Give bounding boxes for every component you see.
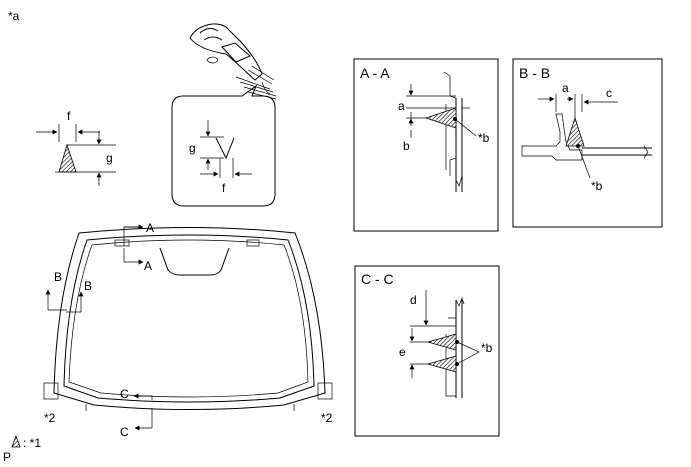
- callout-label-f: f: [222, 181, 226, 195]
- section-b-left-label: B: [54, 270, 62, 284]
- windshield-outline: [43, 227, 333, 411]
- mirror-mount: [159, 247, 230, 276]
- bb-label-c: c: [606, 86, 612, 100]
- panel-section-bb: B - B a c *b: [512, 58, 663, 228]
- callout-label-g: g: [189, 141, 196, 155]
- panel-cc-title: C - C: [361, 271, 394, 287]
- aa-label-a: a: [398, 99, 405, 113]
- aa-label-star-b: *b: [478, 131, 490, 145]
- panel-aa-title: A - A: [360, 65, 390, 81]
- section-a-bottom-label: A: [144, 259, 152, 273]
- panel-bb-title: B - B: [519, 65, 550, 81]
- cc-lower-bead: [426, 355, 457, 373]
- figure-id: *a: [8, 9, 20, 23]
- section-b-marker[interactable]: B B: [45, 270, 92, 313]
- cc-label-d: d: [410, 293, 417, 307]
- detail-label-f: f: [67, 109, 71, 123]
- bb-adhesive-bead: [565, 116, 585, 147]
- panel-section-aa: A - A a b *b: [353, 58, 499, 232]
- bb-label-star-b: *b: [591, 179, 603, 193]
- corner-left-label: *2: [44, 411, 56, 425]
- section-a-top-label: A: [146, 221, 154, 235]
- callout-bubble: g f: [171, 84, 276, 207]
- section-b-right-label: B: [84, 279, 92, 293]
- aa-adhesive-bead: [424, 107, 457, 129]
- bb-label-a: a: [562, 81, 569, 95]
- section-a-marker[interactable]: A A: [123, 221, 154, 273]
- aa-label-b: b: [403, 139, 410, 153]
- section-c-marker[interactable]: C C: [120, 387, 153, 439]
- adhesive-bead-shape: [58, 143, 77, 173]
- panel-section-cc: C - C d e *b: [354, 265, 500, 437]
- bead-dimension-detail: f g: [36, 109, 116, 186]
- cc-label-e: e: [399, 345, 406, 359]
- detail-label-g: g: [106, 151, 113, 165]
- cc-upper-bead: [426, 333, 457, 351]
- legend: : *1: [11, 434, 41, 450]
- section-c-top-label: C: [120, 387, 129, 401]
- corner-right-label: *2: [321, 411, 333, 425]
- sealant-gun-illustration: [189, 23, 277, 100]
- legend-text: : *1: [23, 436, 41, 450]
- legend-hatch-icon: [11, 434, 21, 448]
- cc-label-star-b: *b: [481, 341, 493, 355]
- section-c-bottom-label: C: [120, 425, 129, 439]
- footer-code: P: [3, 450, 11, 464]
